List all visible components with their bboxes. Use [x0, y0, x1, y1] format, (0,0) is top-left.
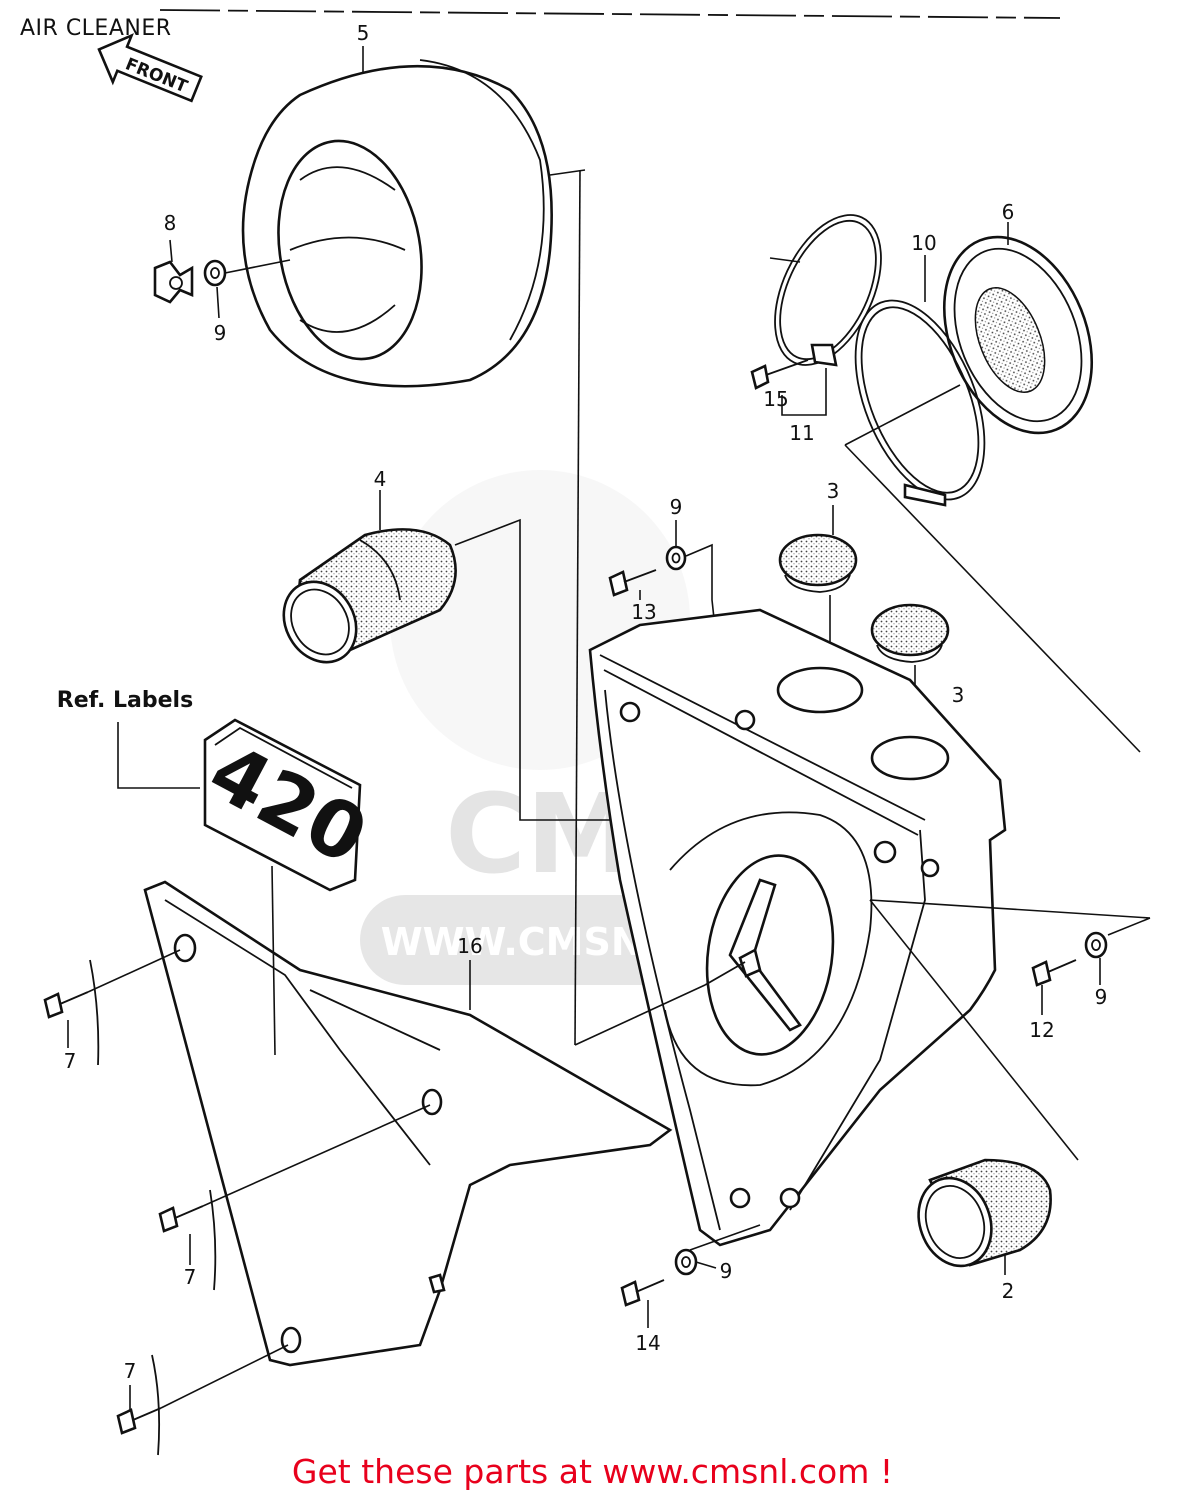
- callout-13: 13: [631, 600, 656, 624]
- callout-7-c: 7: [124, 1359, 137, 1383]
- part-2-grommet: [917, 1158, 1052, 1275]
- callout-3-a: 3: [827, 479, 840, 503]
- ref-labels-group: Ref. Labels 420: [57, 688, 381, 892]
- air-cleaner-housing: [574, 169, 1151, 1247]
- part-6-element-cap: [942, 222, 1094, 435]
- callout-14: 14: [635, 1331, 660, 1355]
- part-10-rubber-ring: [854, 255, 986, 507]
- callout-9-b: 9: [670, 495, 683, 519]
- part-15-screw: [750, 359, 809, 390]
- part-7-screw-a: [43, 949, 181, 1066]
- callout-3-b: 3: [952, 683, 965, 707]
- part-3-cap-a: [778, 505, 858, 680]
- callout-8: 8: [164, 211, 177, 235]
- part-9-washer-a: [203, 259, 291, 287]
- top-border-line: [159, 9, 1061, 19]
- callout-5: 5: [357, 21, 370, 45]
- callout-2: 2: [1002, 1279, 1015, 1303]
- callout-7-b: 7: [184, 1265, 197, 1289]
- callout-9-d: 9: [720, 1259, 733, 1283]
- callout-6: 6: [1002, 200, 1015, 224]
- callout-10: 10: [911, 231, 936, 255]
- diagram-title: AIR CLEANER: [20, 16, 172, 41]
- callout-15: 15: [763, 387, 788, 411]
- callout-16: 16: [457, 934, 482, 958]
- callout-9-c: 9: [1095, 985, 1108, 1009]
- ref-labels-heading: Ref. Labels: [57, 688, 193, 713]
- part-7-screw-c: [116, 1344, 289, 1456]
- callout-numbers: 5 8 9 6 10 15 11 4 9 13 3 3 16 7 12 9 7 …: [64, 21, 1108, 1383]
- callout-7-a: 7: [64, 1049, 77, 1073]
- callout-4: 4: [374, 467, 387, 491]
- callout-9-a: 9: [214, 321, 227, 345]
- part-9-washer-d: [674, 1224, 761, 1276]
- part-5-air-filter-element: [241, 59, 586, 388]
- part-8-wing-nut: [153, 239, 194, 304]
- part-4-inlet-duct: [282, 490, 650, 821]
- part-12-screw: [1031, 959, 1077, 1015]
- part-7-screw-b: [158, 1104, 431, 1291]
- part-14-screw: [620, 1279, 665, 1328]
- footer-promo-link[interactable]: Get these parts at www.cmsnl.com !: [291, 1452, 894, 1491]
- part-11-clamp-band: [774, 214, 882, 416]
- part-9-washer-c: [1084, 917, 1151, 985]
- callout-11: 11: [789, 421, 814, 445]
- part-16-side-cover: [143, 865, 673, 1367]
- callout-12: 12: [1029, 1018, 1054, 1042]
- part-13-screw: [608, 569, 657, 597]
- front-arrow-icon: FRONT: [97, 33, 203, 103]
